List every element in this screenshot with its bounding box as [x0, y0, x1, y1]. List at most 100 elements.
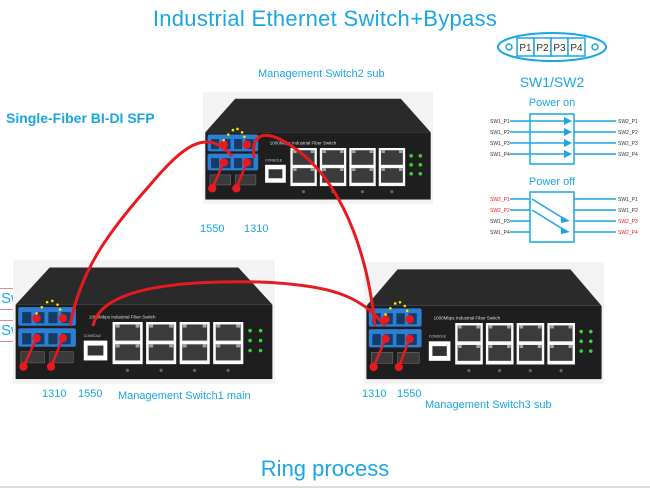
switch-top-lid: [15, 267, 273, 305]
bypass-dot: [58, 308, 62, 311]
sfp-cage: [20, 351, 45, 364]
status-led: [418, 154, 423, 158]
signal-left-label: SW1_P2: [490, 130, 510, 136]
lc-port: [211, 139, 220, 150]
bypass-dot: [398, 300, 402, 304]
bypass-module-outline: [497, 32, 607, 62]
bypass-dot: [222, 138, 225, 142]
console-label: CONSOLE: [265, 158, 283, 162]
status-led: [579, 339, 583, 344]
bypass-module-label: SW1/SW2: [520, 74, 585, 90]
sfp-cage: [209, 174, 231, 186]
svg-text:P1: P1: [519, 43, 532, 54]
status-led: [258, 348, 263, 353]
console-label: CONSOLE: [429, 335, 447, 339]
bypass-dot: [227, 133, 230, 136]
status-led: [258, 338, 263, 343]
fiber-plug: [242, 140, 251, 149]
switch3-wavelength-b: 1550: [397, 388, 422, 400]
signal-right-label: SW2_P2: [618, 130, 638, 136]
arrow-right-icon: [564, 139, 572, 147]
fiber-plug: [58, 314, 67, 323]
svg-text:P2: P2: [536, 43, 549, 54]
page-title: Industrial Ethernet Switch+Bypass: [152, 6, 498, 31]
bypass-dot: [384, 313, 387, 316]
bypass-dot: [56, 303, 59, 306]
bypass-port-p1: P1: [516, 37, 535, 57]
sfp-cage: [370, 352, 394, 364]
rj45-port: [115, 324, 141, 341]
switch-top-lid: [366, 269, 602, 306]
lc-port: [211, 158, 220, 169]
signal-left-label: SW1_P3: [490, 141, 510, 147]
bypass-dot: [405, 309, 409, 313]
bypass-port-p3: P3: [550, 37, 569, 57]
fiber-plug: [208, 184, 217, 193]
lc-port: [48, 333, 58, 345]
bypass-switch-box: [529, 113, 575, 165]
fiber-plug: [46, 362, 56, 371]
rj45-port: [115, 344, 141, 361]
rj45-port: [519, 344, 542, 361]
switch2-label: Management Switch2 sub: [258, 68, 385, 80]
switch-model-text: 1000Mbps Industrial Fiber Switch: [434, 315, 501, 320]
lc-port: [372, 313, 381, 325]
signal-left-label: SW1_P4: [490, 152, 510, 158]
lc-port: [22, 312, 32, 324]
bypass-dot: [243, 135, 246, 139]
svg-text:P3: P3: [553, 43, 566, 54]
ring-process-title: Ring process: [260, 456, 390, 481]
single-fiber-label: Single-Fiber BI-DI SFP: [6, 110, 155, 126]
signal-right-label: SW1_P2: [618, 208, 638, 214]
switch3-wavelength-a: 1310: [362, 388, 387, 400]
status-led: [409, 154, 413, 158]
status-led: [589, 339, 593, 344]
fiber-plug: [394, 362, 403, 372]
lc-port: [372, 333, 381, 345]
rj45-port: [182, 344, 208, 361]
sfp-cage: [397, 352, 420, 364]
rj45-port: [148, 344, 174, 361]
signal-left-label: SW2_P2: [490, 208, 510, 214]
arrow-right-icon: [564, 150, 572, 158]
signal-right-label: SW2_P3: [618, 219, 638, 225]
fiber-plug: [381, 315, 390, 324]
signal-left-label: SW2_P1: [490, 197, 510, 203]
lc-port: [234, 158, 243, 169]
rj45-port: [488, 344, 512, 361]
status-led: [579, 329, 583, 334]
signal-right-label: SW2_P4: [618, 230, 638, 236]
bottom-divider: [0, 486, 650, 488]
bypass-port-p2: P2: [533, 37, 552, 57]
status-led: [248, 338, 252, 343]
status-led: [409, 163, 413, 167]
console-label: CONSOLE: [84, 334, 102, 338]
status-led: [258, 328, 263, 333]
fiber-plug: [405, 315, 414, 324]
rj45-port: [549, 344, 573, 361]
bypass-dot: [51, 299, 54, 303]
status-led: [248, 348, 252, 353]
signal-right-label: SW1_P1: [618, 197, 638, 203]
rj45-port: [215, 344, 241, 361]
switch-model-text: 1000Mbps Industrial Fiber Switch: [89, 314, 156, 319]
status-led: [589, 329, 593, 334]
lc-port: [396, 313, 405, 325]
fiber-plug: [219, 140, 228, 149]
rj45-port: [519, 325, 542, 342]
power-on-title: Power on: [529, 97, 575, 109]
lc-port: [48, 312, 58, 324]
switch3-label: Management Switch3 sub: [425, 399, 552, 411]
switch-top-lid: [205, 98, 431, 133]
screw-right-icon: [591, 43, 599, 51]
bypass-dot: [231, 128, 235, 132]
rj45-port: [148, 324, 174, 341]
arrow-cross-icon: [561, 227, 570, 234]
rj45-port: [457, 344, 481, 361]
arrow-right-icon: [564, 117, 572, 125]
lc-port: [22, 333, 32, 345]
rj45-port: [549, 325, 573, 342]
